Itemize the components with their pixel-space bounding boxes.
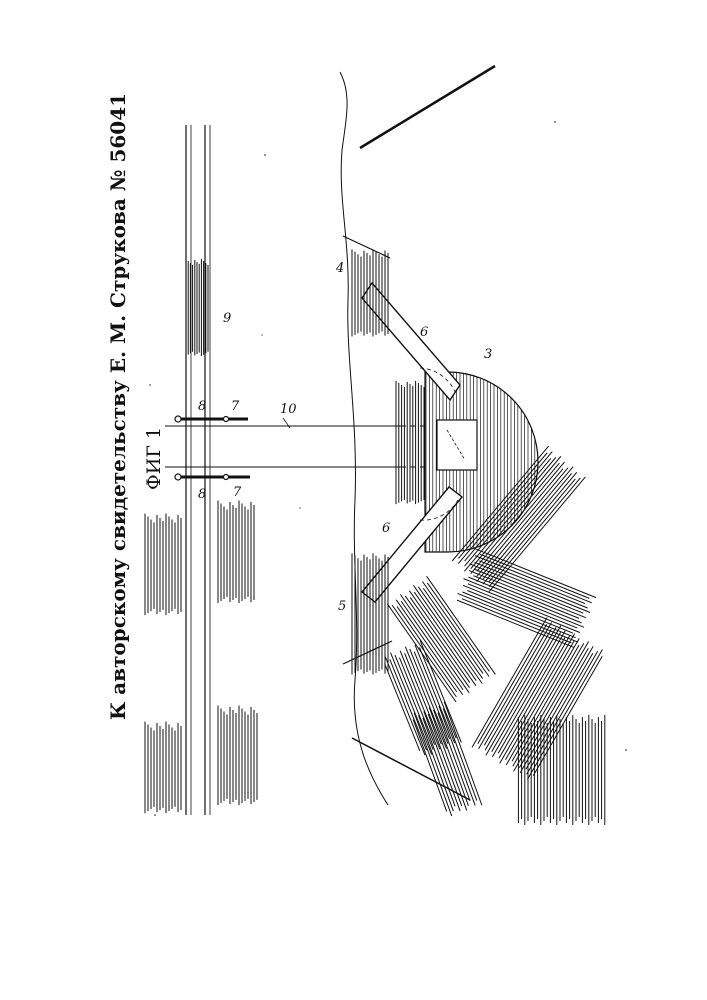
log-stack-left-bottom xyxy=(145,722,181,814)
log-stack-right-bottom xyxy=(218,706,257,806)
heading: К авторскому свидетельству Е. М. Струков… xyxy=(106,93,130,720)
label-6-upper: 6 xyxy=(420,325,428,340)
boom-arm-upper xyxy=(362,283,460,400)
shore-log-stack-4 xyxy=(352,249,388,336)
log-stack-left-top xyxy=(145,514,181,616)
label-7-upper: 7 xyxy=(231,399,240,414)
log-stack-right-middle xyxy=(218,501,254,604)
label-8-upper: 8 xyxy=(198,399,206,414)
label-5: 5 xyxy=(338,599,346,614)
label-7-lower: 7 xyxy=(233,485,242,500)
drum-log-stack xyxy=(396,381,424,504)
label-9: 9 xyxy=(223,311,231,326)
rail-lines xyxy=(186,125,210,815)
label-4: 4 xyxy=(335,261,344,276)
pole-top-right xyxy=(360,66,495,148)
label-3: 3 xyxy=(484,347,492,362)
label-10: 10 xyxy=(280,402,297,417)
figure-label: ФИГ 1 xyxy=(143,427,165,490)
label-6-lower: 6 xyxy=(382,521,390,536)
shoreline xyxy=(340,72,388,805)
label-8-lower: 8 xyxy=(198,487,206,502)
